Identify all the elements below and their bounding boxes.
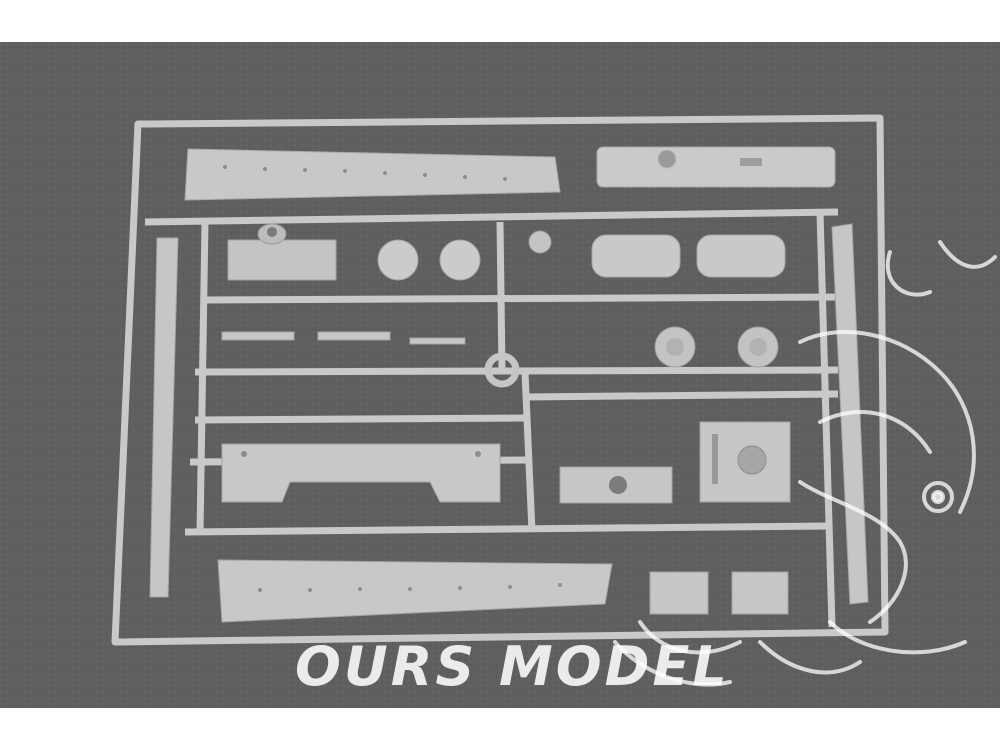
disc-part bbox=[439, 239, 481, 281]
sprue-photo bbox=[0, 42, 1000, 708]
bracket-box bbox=[559, 466, 673, 504]
cylinder-parts bbox=[591, 234, 786, 278]
watermark-text: OURS MODEL bbox=[295, 635, 730, 698]
small-bars bbox=[221, 331, 466, 345]
watermark-emblem bbox=[613, 240, 997, 687]
top-margin bbox=[0, 0, 1000, 42]
hull-panel bbox=[221, 443, 501, 503]
knob-part bbox=[528, 230, 552, 254]
bottom-margin bbox=[0, 708, 1000, 750]
beam-part-top bbox=[184, 148, 561, 201]
ring-part bbox=[484, 352, 520, 388]
disc-part bbox=[377, 239, 419, 281]
housing-part bbox=[699, 421, 791, 503]
beam-part-bottom bbox=[217, 559, 613, 623]
mount-block bbox=[227, 223, 337, 281]
panel-top-right bbox=[596, 146, 836, 188]
hub-parts bbox=[654, 326, 779, 368]
model-kit-sprue bbox=[0, 42, 1000, 708]
small-boxes bbox=[649, 571, 789, 615]
rail-left bbox=[149, 237, 179, 598]
